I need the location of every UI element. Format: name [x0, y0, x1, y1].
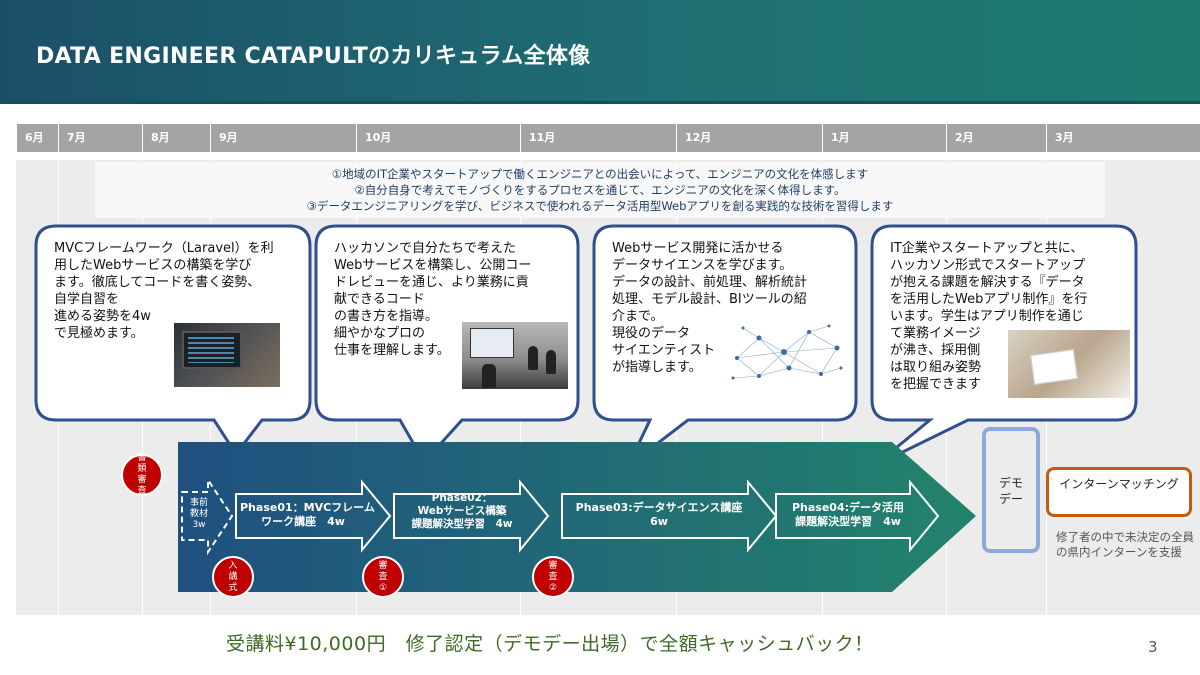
month-jul: 7月 [58, 124, 142, 152]
header-bar [0, 0, 1200, 104]
phase-pre-arrow [181, 476, 234, 556]
phase02-arrow [393, 479, 550, 553]
page-number: 3 [1148, 638, 1158, 656]
goal-item: ①地域のIT企業やスタートアップで働くエンジニアとの出会いによって、エンジニアの… [331, 167, 869, 181]
header-divider [0, 101, 1200, 104]
month-oct: 10月 [356, 124, 520, 152]
phase04-label: Phase04:データ活用課題解決型学習 4w [791, 501, 905, 528]
month-row: 6月 7月 8月 9月 10月 11月 12月 1月 2月 3月 [16, 124, 1200, 152]
demo-day-box: デモデー [982, 427, 1040, 553]
document-screening-badge: 書類 審査 [121, 453, 163, 496]
page-title: DATA ENGINEER CATAPULTのカリキュラム全体像 [36, 44, 591, 69]
workshop-photo [1008, 330, 1130, 398]
phase04-arrow [775, 479, 940, 553]
goal-item: ③データエンジニアリングを学び、ビジネスで使われるデータ活用型Webアプリを創る… [306, 199, 894, 213]
network-graph-image [729, 318, 847, 386]
bubble-4-text: IT企業やスタートアップと共に、ハッカソン形式でスタートアップが抱える課題を解決… [890, 241, 1088, 392]
goal-item: ②自分自身で考えてモノづくりをするプロセスを通じて、エンジニアの文化を深く体得し… [354, 183, 846, 197]
month-mar: 3月 [1046, 124, 1200, 152]
month-dec: 12月 [676, 124, 822, 152]
bubble-3-text: Webサービス開発に活かせるデータサイエンスを学びます。データの設計、前処理、解… [612, 241, 808, 375]
month-sep: 9月 [210, 124, 356, 152]
phase01-label: Phase01：MVCフレームワーク講座 4w [240, 501, 375, 528]
month-nov: 11月 [520, 124, 676, 152]
coding-photo [174, 323, 280, 387]
speech-bubble-2 [314, 224, 580, 465]
goals-box: ①地域のIT企業やスタートアップで働くエンジニアとの出会いによって、エンジニアの… [95, 162, 1105, 218]
cashback-message: 受講料¥10,000円 修了認定（デモデー出場）で全額キャッシュバック！ [226, 633, 874, 655]
internship-matching-box: インターンマッチング [1046, 467, 1192, 517]
phase03-arrow [561, 479, 778, 553]
month-jan: 1月 [822, 124, 946, 152]
bubble-1-text: MVCフレームワーク（Laravel）を利用したWebサービスの構築を学びます。… [54, 241, 274, 341]
month-feb: 2月 [946, 124, 1046, 152]
month-jun: 6月 [16, 124, 58, 152]
internship-note: 修了者の中で未決定の全員の県内インターンを支援 [1056, 530, 1194, 559]
speech-bubble-1 [34, 224, 312, 457]
main-flow-arrow [178, 442, 976, 592]
month-aug: 8月 [142, 124, 210, 152]
entrance-ceremony-badge: 入講式 [212, 556, 254, 598]
phase01-arrow [235, 479, 392, 553]
presentation-photo [462, 322, 568, 389]
speech-bubble-4 [870, 224, 1138, 468]
phase02-label: Phase02：Webサービス構築課題解決型学習 4w [411, 492, 513, 530]
